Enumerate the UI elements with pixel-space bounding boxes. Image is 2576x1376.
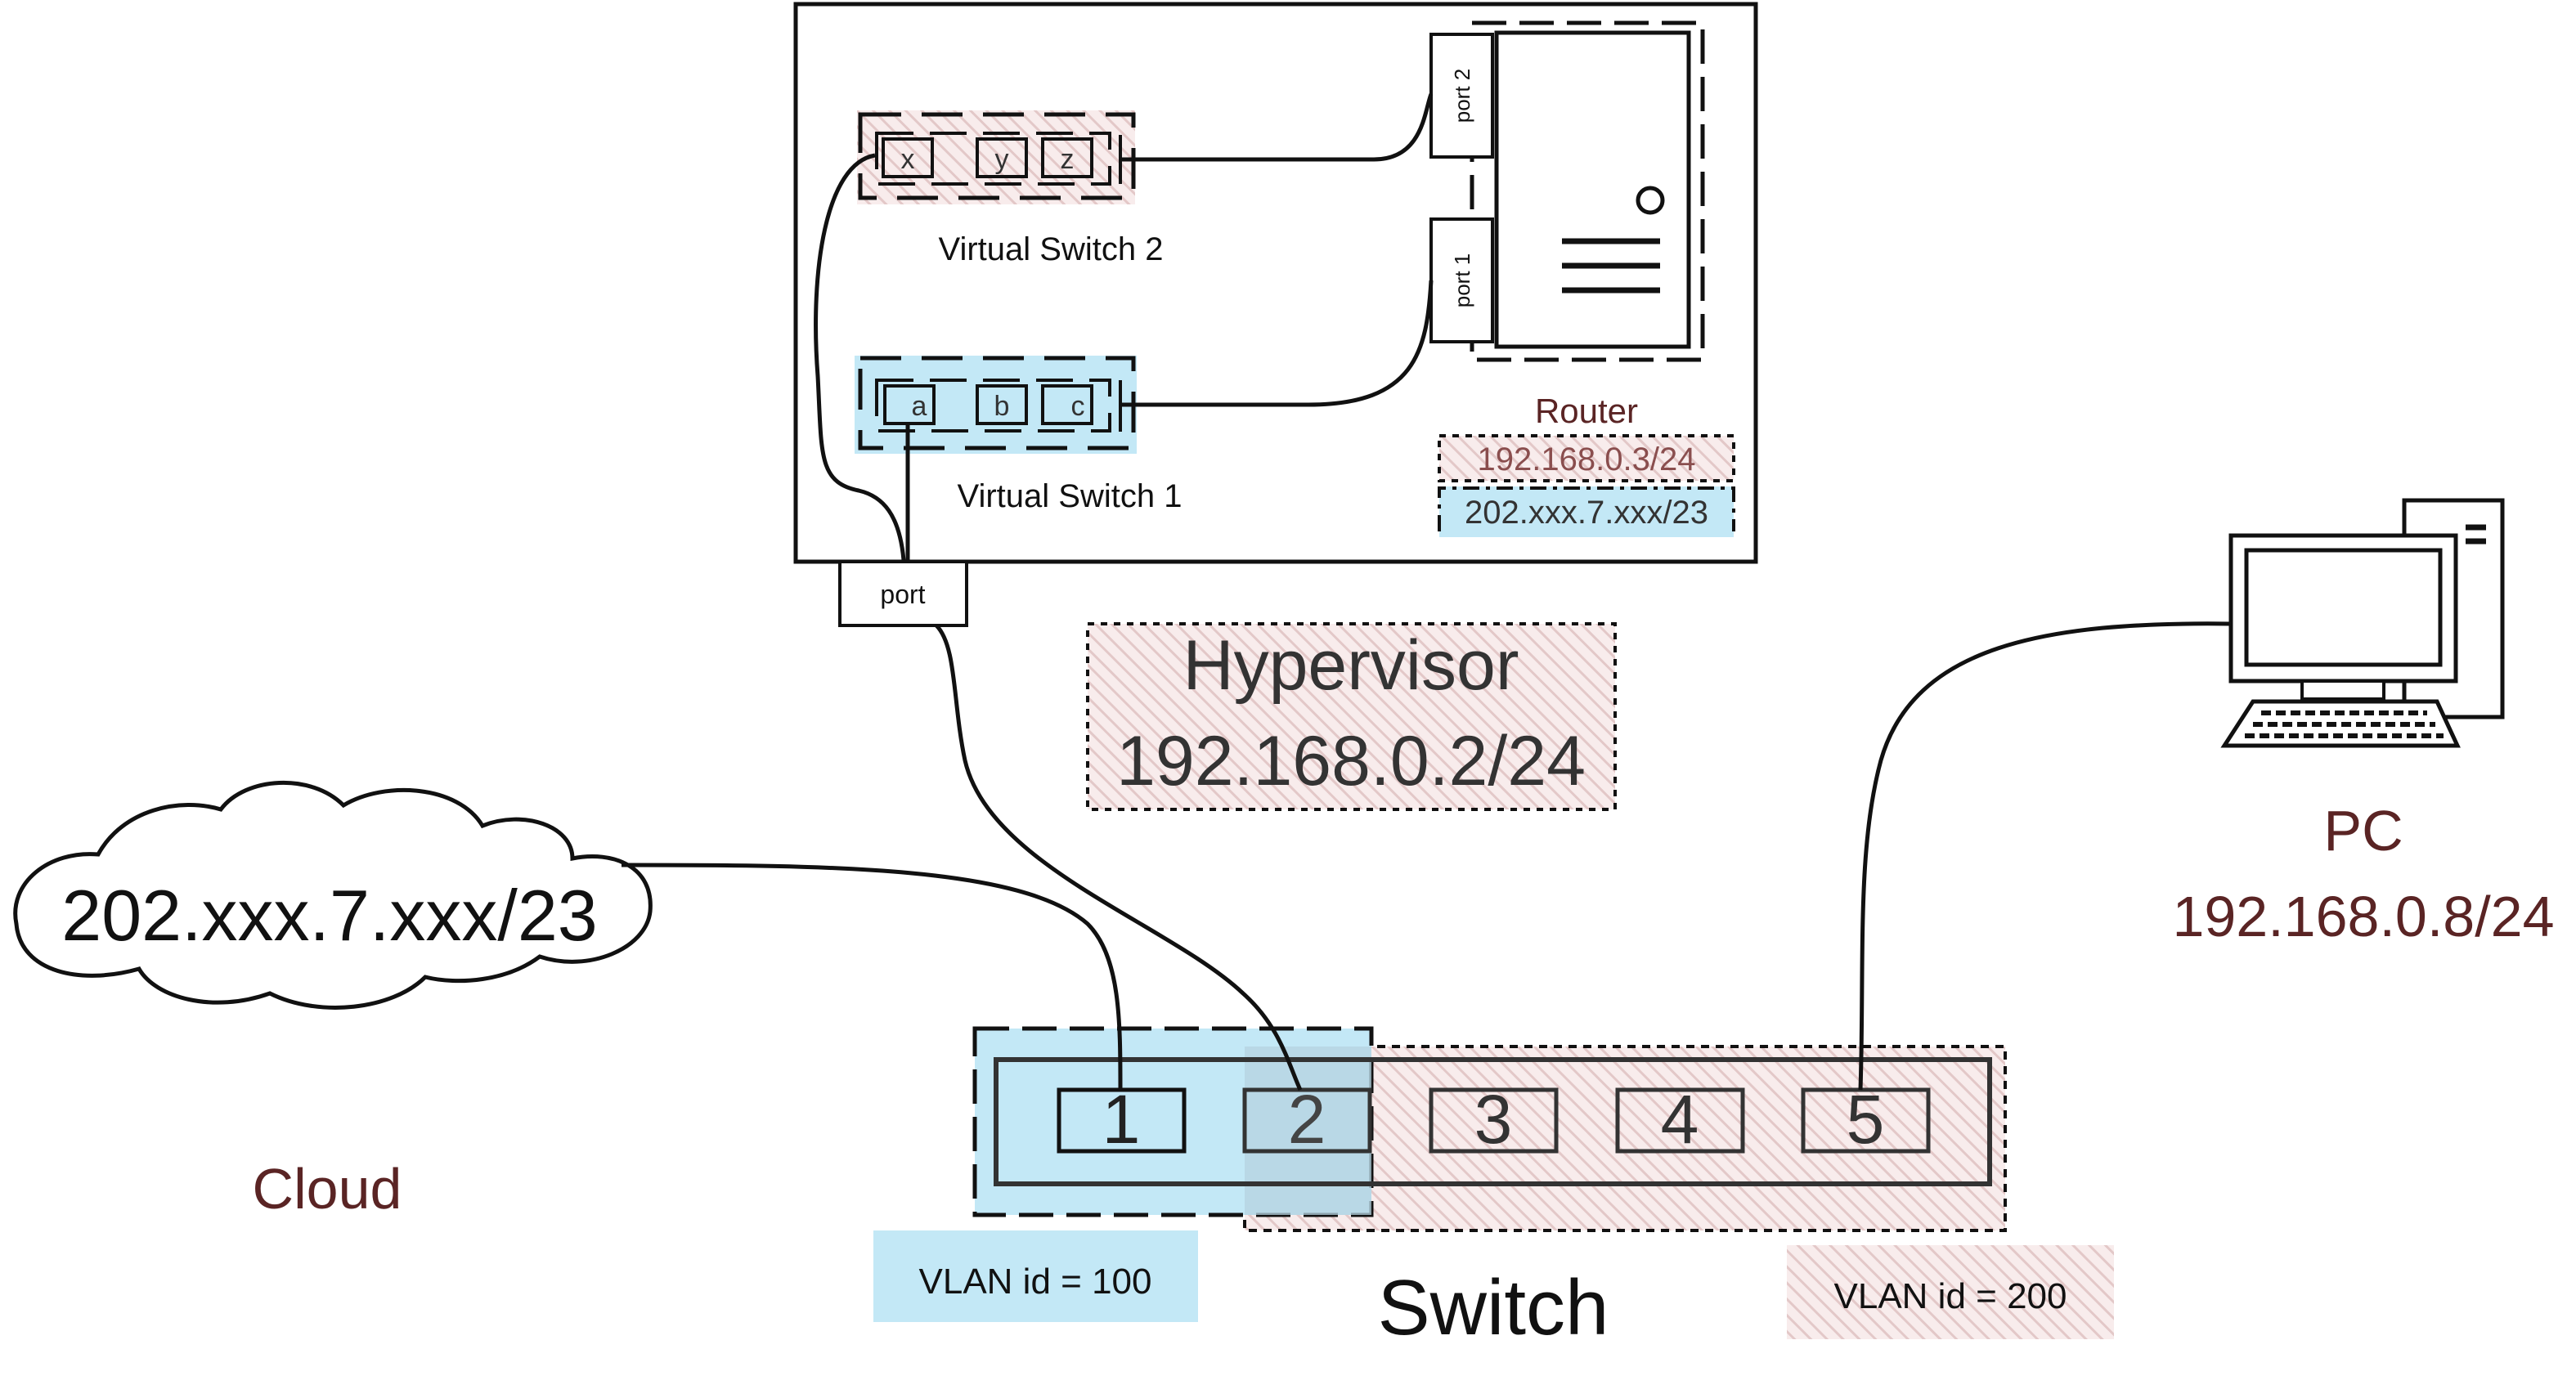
router-wan-ip-outline xyxy=(1438,486,1735,531)
router-label: Router xyxy=(1535,392,1638,430)
pc-ip: 192.168.0.8/24 xyxy=(2172,885,2554,948)
cable-pc-to-switch-port-5 xyxy=(1858,621,2232,1091)
external-cables xyxy=(621,621,2232,1091)
hypervisor-port xyxy=(838,560,968,627)
switch-port-1-label: 1 xyxy=(1102,1081,1141,1158)
vlan200-label-box xyxy=(1787,1245,2114,1339)
router-wan-ip: 202.xxx.7.xxx/23 xyxy=(1465,495,1708,531)
pc-stand xyxy=(2300,679,2385,701)
router-dashed-outline xyxy=(1470,20,1705,362)
router-body xyxy=(1494,30,1691,349)
vswitch1-port-b-label: b xyxy=(994,391,1010,422)
switch-port-3 xyxy=(1429,1087,1559,1154)
cable-hypervisor-port-to-switch-port-2 xyxy=(935,624,1303,1091)
vswitch2-label: Virtual Switch 2 xyxy=(939,231,1164,267)
cable-vswitch2-to-router-port2 xyxy=(1120,93,1434,162)
switch-label: Switch xyxy=(1378,1264,1609,1351)
virtual-switch-2: x y z Virtual Switch 2 xyxy=(857,110,1163,267)
pc-label: PC xyxy=(2323,799,2403,863)
switch-port-5-label: 5 xyxy=(1847,1081,1885,1158)
router-lan-ip: 192.168.0.3/24 xyxy=(1478,441,1696,477)
vswitch1-label: Virtual Switch 1 xyxy=(958,478,1183,514)
vswitch2-port-z-label: z xyxy=(1061,144,1075,175)
pc-screen xyxy=(2244,548,2443,667)
switch-port-2 xyxy=(1242,1087,1372,1154)
pc-icon xyxy=(2220,498,2505,748)
vswitch1-port-a-label: a xyxy=(912,391,927,422)
hypervisor-cables xyxy=(814,93,1434,561)
vswitch1-port-c xyxy=(1041,384,1093,425)
vswitch2-port-x-label: x xyxy=(901,144,915,175)
hypervisor-label-box xyxy=(1086,622,1617,811)
hypervisor-port-label: port xyxy=(880,580,925,609)
hypervisor-ip: 192.168.0.2/24 xyxy=(1116,722,1586,800)
router-port-2-label: port 2 xyxy=(1450,69,1474,123)
vswitch2-port-x xyxy=(882,137,934,178)
cloud-icon xyxy=(13,781,653,1010)
router-port-1-label: port 1 xyxy=(1450,253,1474,308)
hypervisor-title: Hypervisor xyxy=(1183,626,1519,705)
router-led-icon xyxy=(1636,186,1665,215)
cable-cloud-to-switch-port-1 xyxy=(621,863,1123,1091)
vswitch2-highlight xyxy=(857,110,1135,204)
switch-port-4 xyxy=(1615,1087,1745,1154)
vlan-overlap-region xyxy=(1245,1047,1371,1215)
cable-vswitch1-to-router-port1 xyxy=(1120,280,1434,407)
vswitch1-port-c-label: c xyxy=(1071,391,1085,422)
cable-vswitch2-to-hypervisor-port xyxy=(814,153,906,561)
vswitch2-outline xyxy=(858,112,1136,200)
vswitch1-port-b xyxy=(976,384,1028,425)
router-lan-ip-box xyxy=(1438,434,1735,482)
vswitch2-port-z xyxy=(1041,137,1093,178)
switch: 1 2 3 4 5 xyxy=(972,1026,2007,1232)
vswitch1-highlight xyxy=(855,356,1137,454)
vswitch2-port-frame xyxy=(875,132,1111,186)
router: port 2 port 1 Router 192.168.0.3/24 202.… xyxy=(1429,20,1735,537)
cloud-ip: 202.xxx.7.xxx/23 xyxy=(61,875,597,956)
vlan200-label: VLAN id = 200 xyxy=(1834,1276,2067,1316)
switch-port-2-label: 2 xyxy=(1288,1081,1326,1158)
switch-port-4-label: 4 xyxy=(1661,1081,1699,1158)
router-wan-ip-box xyxy=(1439,486,1734,537)
cloud-label: Cloud xyxy=(253,1157,402,1221)
virtual-switch-1: a b c Virtual Switch 1 xyxy=(855,356,1182,514)
vlan100-label-box xyxy=(873,1230,1198,1322)
switch-port-5 xyxy=(1801,1087,1931,1154)
vswitch2-port-y xyxy=(976,137,1028,178)
switch-port-3-label: 3 xyxy=(1474,1081,1513,1158)
vlan100-label: VLAN id = 100 xyxy=(919,1262,1152,1302)
vswitch1-port-frame xyxy=(875,379,1111,433)
vswitch2-port-y-label: y xyxy=(995,144,1009,175)
